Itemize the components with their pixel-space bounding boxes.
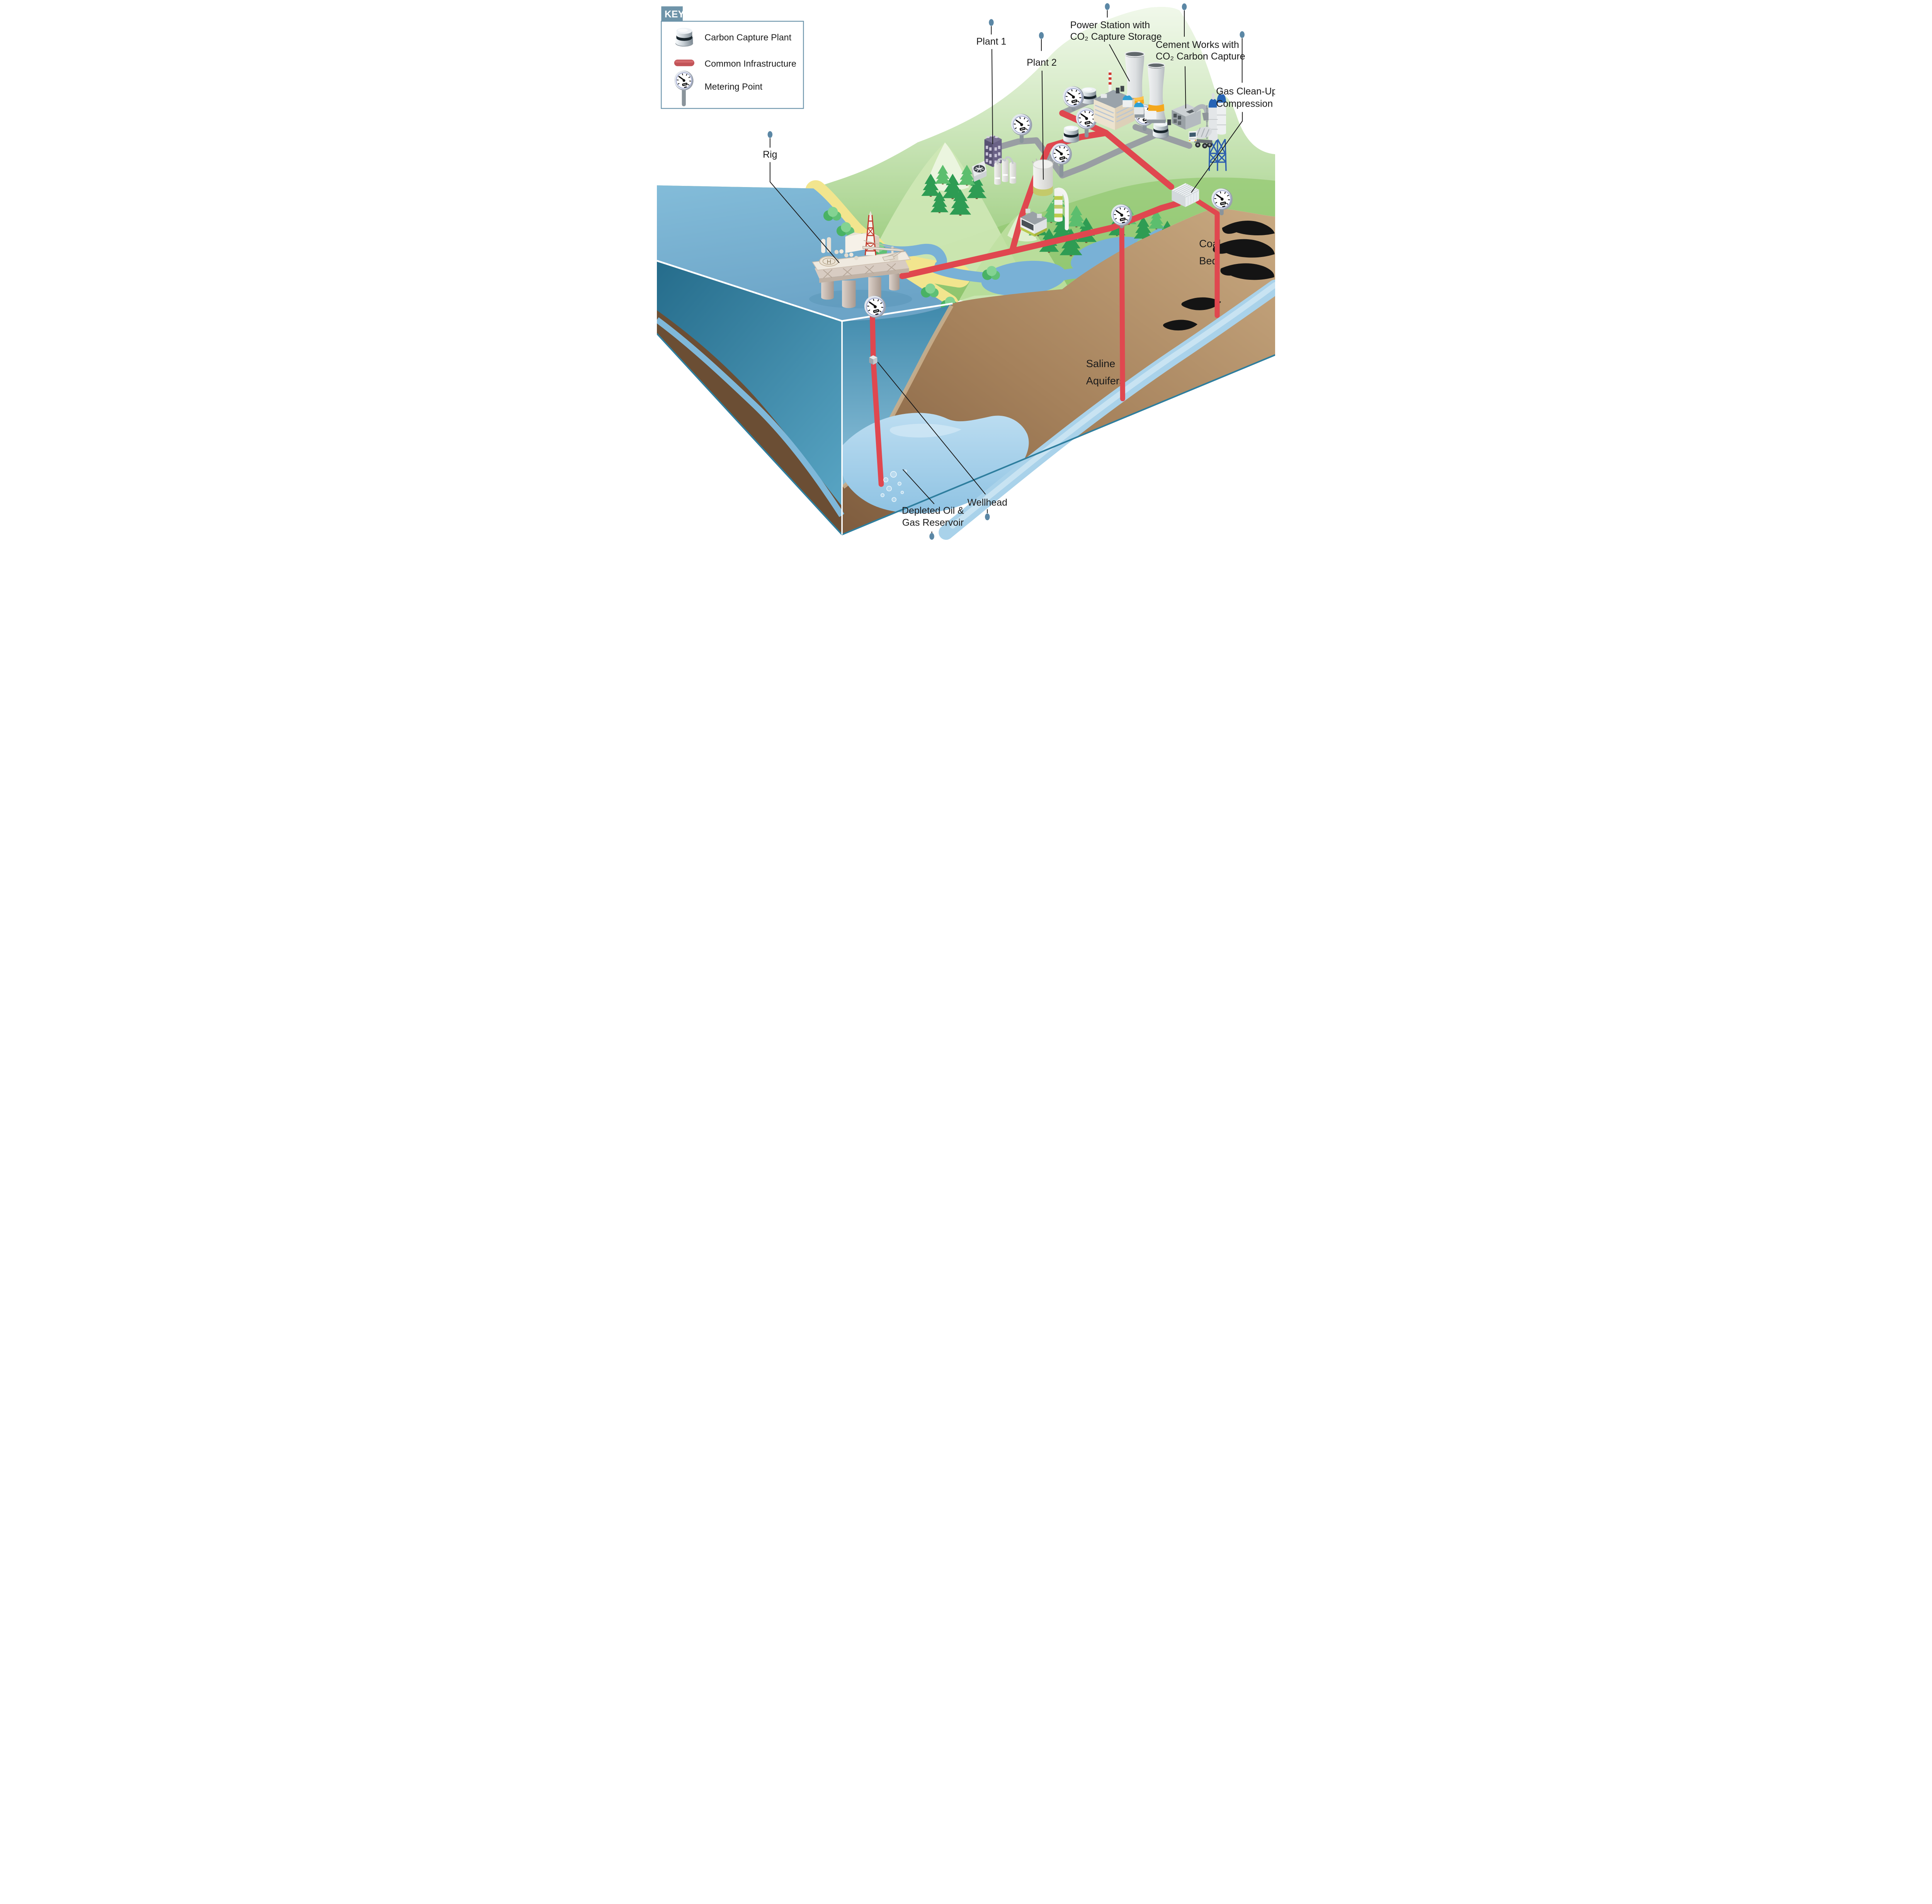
oil-rig: H bbox=[809, 211, 912, 309]
main-common-infrastructure-pipe bbox=[899, 200, 1182, 279]
callout-plant-1: Plant 1 bbox=[976, 19, 1007, 144]
front-bottom-edge bbox=[842, 354, 1275, 536]
depleted-reservoir-label-line2: Gas Reservoir bbox=[902, 517, 964, 528]
metering-point-coal-well bbox=[1209, 185, 1235, 216]
common-infrastructure-icon-highlight bbox=[675, 60, 694, 63]
carbon-capture-plant-unit bbox=[1063, 126, 1080, 143]
leader-dot bbox=[929, 533, 934, 540]
coal-bed-seams bbox=[1163, 221, 1275, 331]
power-station bbox=[1094, 51, 1176, 130]
coal-bed-well-pipe bbox=[1195, 199, 1220, 318]
metering-point-power-station bbox=[1060, 83, 1087, 111]
plant2-chimney bbox=[1054, 187, 1069, 231]
wellhead-label: Wellhead bbox=[968, 497, 1008, 508]
carbon-capture-plant-unit bbox=[1153, 121, 1169, 139]
left-face-aquifer-stripe bbox=[657, 317, 845, 517]
turbine-shed bbox=[1145, 111, 1156, 119]
ccs-diagram-canvas: Coal Bed Saline Aquifers H bbox=[657, 0, 1275, 540]
metering-points bbox=[1009, 83, 1235, 229]
block-edges bbox=[657, 260, 953, 535]
hopper bbox=[1202, 112, 1211, 121]
metering-point-saline-well bbox=[1109, 202, 1135, 229]
power-station-label-line2: CO₂ Capture Storage bbox=[1070, 31, 1162, 42]
sea-left-face bbox=[657, 260, 845, 535]
gas-cleanup-unit bbox=[1172, 183, 1199, 207]
corrugation-lines bbox=[1173, 184, 1199, 197]
deck-crane bbox=[862, 240, 904, 261]
underground-front-face bbox=[842, 208, 1275, 540]
metering-point-cement bbox=[1131, 102, 1158, 131]
cement-mixer-truck bbox=[1189, 127, 1213, 148]
cement-works bbox=[1172, 88, 1227, 171]
carbon-capture-plant-icon bbox=[675, 28, 693, 47]
key-label-metering-point: Metering Point bbox=[704, 82, 762, 92]
leader-dot bbox=[1039, 32, 1044, 39]
plant1-fan-unit bbox=[972, 161, 987, 182]
plant-2-buildings bbox=[1020, 158, 1069, 237]
plant1-pipework bbox=[997, 156, 1014, 165]
key-legend: KEY Carbon Capture Plant Common Infrastr… bbox=[661, 6, 804, 109]
saline-aquifers-label-line2: Aquifers bbox=[1086, 374, 1125, 386]
helipad-letter: H bbox=[827, 259, 831, 265]
key-item-common-infrastructure: Common Infrastructure bbox=[674, 58, 796, 68]
plant-2-label: Plant 2 bbox=[1027, 57, 1057, 68]
saline-aquifers-label-line1: Saline bbox=[1086, 357, 1116, 369]
conveyor-chute bbox=[1192, 104, 1209, 114]
depleted-reservoir-label-line1: Depleted Oil & bbox=[902, 505, 964, 516]
power-station-label-line1: Power Station with bbox=[1070, 20, 1150, 31]
key-title: KEY bbox=[665, 9, 685, 20]
left-face-seabed-band bbox=[657, 310, 842, 535]
metering-point-red-branch bbox=[1073, 105, 1100, 138]
plant-1-building bbox=[972, 135, 1016, 185]
ccs-infographic: Coal Bed Saline Aquifers H bbox=[657, 0, 1275, 540]
cement-works-label-line1: Cement Works with bbox=[1156, 39, 1239, 50]
leader-dot bbox=[1182, 3, 1187, 10]
callout-cement-works: Cement Works with CO₂ Carbon Capture bbox=[1156, 3, 1245, 109]
plant-1-label: Plant 1 bbox=[976, 36, 1007, 47]
metering-point-plant1 bbox=[1009, 111, 1035, 143]
leader-dot bbox=[1105, 3, 1110, 10]
callout-wellhead: Wellhead bbox=[877, 362, 1008, 521]
plant2-process-building bbox=[1020, 209, 1047, 237]
chimney-striped bbox=[1109, 70, 1112, 102]
metering-point-plant2 bbox=[1048, 140, 1075, 177]
rig-shadow bbox=[809, 289, 912, 309]
leader-dot bbox=[985, 513, 990, 521]
saline-aquifer-core bbox=[950, 282, 1275, 529]
reservoir-highlight bbox=[889, 424, 962, 438]
callout-depleted-reservoir: Depleted Oil & Gas Reservoir bbox=[902, 469, 964, 540]
plant1-tanks bbox=[994, 159, 1016, 185]
leader-dot bbox=[767, 131, 773, 138]
metering-point-icon-handle bbox=[682, 87, 686, 106]
callout-power-station: Power Station with CO₂ Capture Storage bbox=[1070, 3, 1162, 82]
rig-hull bbox=[815, 259, 909, 279]
key-item-carbon-capture-plant: Carbon Capture Plant bbox=[675, 28, 792, 47]
helipad: H bbox=[819, 256, 839, 267]
key-label-common-infrastructure: Common Infrastructure bbox=[704, 58, 796, 68]
leader-dot bbox=[1240, 31, 1245, 38]
rig-truss bbox=[823, 263, 896, 279]
key-item-metering-point: Metering Point bbox=[672, 68, 763, 106]
rig-hull-lower bbox=[819, 268, 909, 283]
rig-legs bbox=[821, 271, 900, 308]
key-header-tab bbox=[661, 6, 683, 21]
cement-works-label-line2: CO₂ Carbon Capture bbox=[1156, 51, 1245, 62]
gas-clean-up-label-line2: Compression bbox=[1216, 98, 1273, 109]
cooling-tower-2 bbox=[1146, 62, 1166, 123]
leader-dot bbox=[989, 19, 994, 26]
callouts: Rig Plant 1 Plant 2 Power Station with C… bbox=[763, 3, 1275, 540]
rig-label: Rig bbox=[763, 149, 777, 160]
callout-gas-clean-up: Gas Clean-Up & Compression bbox=[1191, 31, 1275, 193]
gas-clean-up-label-line1: Gas Clean-Up & bbox=[1216, 86, 1275, 97]
key-label-carbon-capture: Carbon Capture Plant bbox=[704, 32, 791, 42]
depleted-reservoir bbox=[842, 413, 1029, 514]
callout-plant-2: Plant 2 bbox=[1027, 32, 1057, 180]
reactor-domes bbox=[1122, 94, 1144, 114]
callout-rig: Rig bbox=[763, 131, 840, 264]
wellhead-unit bbox=[869, 355, 878, 365]
left-bottom-edge bbox=[657, 333, 843, 535]
